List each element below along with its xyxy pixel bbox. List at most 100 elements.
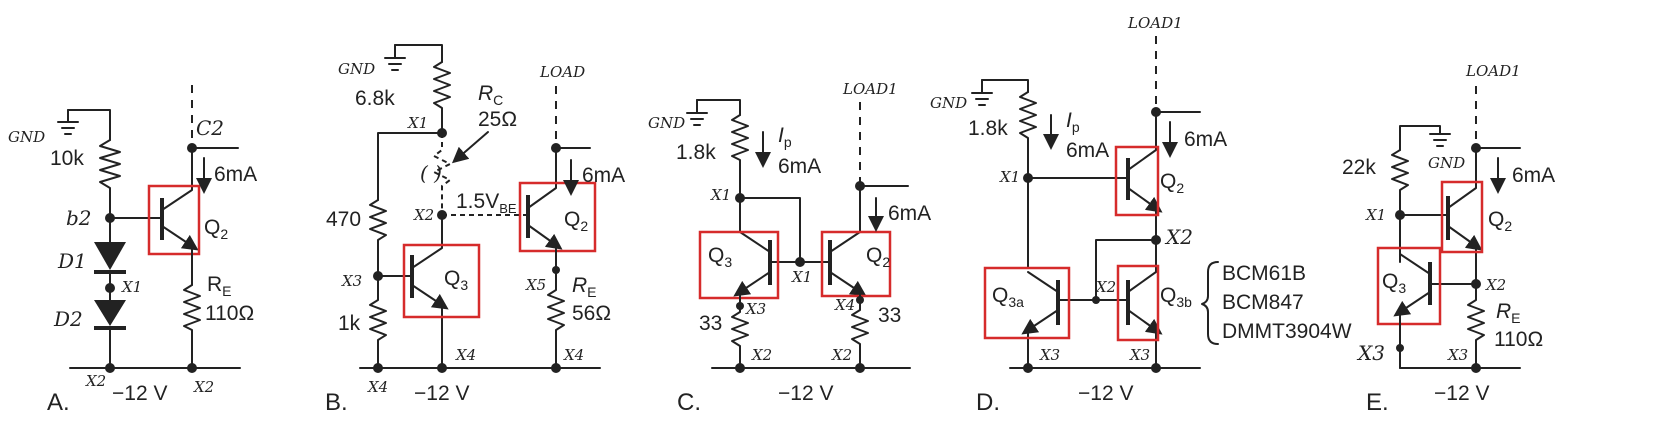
panel-letter: B. [325, 389, 348, 416]
brace [1201, 261, 1219, 345]
rc-label: RC [478, 82, 503, 108]
resistor-value: 33 [699, 312, 722, 335]
x4-label: X4 [367, 378, 388, 396]
diode-d2 [94, 300, 126, 326]
panel-c: GND 1.8k Ip 6mA X1 Q3 X1 Q2 LOAD1 [648, 80, 931, 416]
resistor-value: 22k [1342, 156, 1376, 179]
gnd-label: GND [1428, 154, 1465, 172]
supply-label: −12 V [112, 382, 167, 405]
x2-label: X2 [831, 346, 852, 364]
x2-label: X2 [1095, 278, 1116, 296]
x1-label: X1 [121, 278, 142, 296]
resistor-1.8k [731, 114, 749, 199]
junction-dot [1092, 296, 1100, 304]
panel-a: GND 10k b2 D1 X1 D2 Q2 C2 6 [8, 85, 257, 416]
q2-label: Q2 [564, 208, 588, 234]
svg-text:( ): ( ) [420, 161, 442, 185]
resistor-value: 6.8k [355, 87, 395, 110]
part-number: BCM61B [1222, 262, 1306, 285]
resistor-value: 10k [50, 147, 84, 170]
q3-label: Q3 [444, 267, 468, 293]
panel-d: GND 1.8k Ip 6mA X1 Q2 LOAD1 6mA X2 [930, 14, 1352, 416]
resistor-value: 1k [338, 312, 361, 335]
node-label: b2 [66, 206, 92, 230]
d1-label: D1 [57, 249, 87, 273]
highlight-box [1116, 264, 1160, 342]
x5-label: X5 [525, 276, 546, 294]
part-number: DMMT3904W [1222, 320, 1352, 343]
x3-label: X3 [1039, 346, 1060, 364]
transistor-q2 [526, 147, 563, 250]
junction-dot [795, 257, 805, 267]
x2-label: X2 [1485, 276, 1506, 294]
parasitic-resistor [431, 133, 453, 215]
load-label: LOAD1 [842, 80, 898, 98]
q-label: Q2 [204, 216, 228, 242]
re-label: RE [572, 274, 597, 300]
x4-label: X4 [834, 296, 855, 314]
c2-label: C2 [196, 116, 224, 140]
re-value: 110Ω [1494, 328, 1543, 351]
q2-label: Q2 [866, 244, 890, 270]
highlight-box [518, 181, 597, 253]
resistor-470 [369, 199, 387, 277]
supply-label: −12 V [778, 382, 833, 405]
gnd-label: GND [8, 128, 45, 146]
ground-symbol [384, 44, 443, 71]
junction-dot [1396, 344, 1404, 352]
x2-label: X2 [193, 378, 214, 396]
q2-label: Q2 [1160, 170, 1184, 196]
highlight-box [147, 184, 201, 256]
resistor-value: 1.8k [968, 117, 1008, 140]
load-label: LOAD1 [1127, 14, 1183, 32]
current-label: 6mA [582, 164, 625, 187]
re-label: RE [207, 273, 232, 299]
q3a-label: Q3a [992, 284, 1024, 310]
ip-value: 6mA [1066, 139, 1109, 162]
ground-symbol [686, 99, 741, 126]
transistor-q3 [733, 231, 829, 297]
resistor-re [1467, 283, 1485, 369]
transistor-q2 [1126, 111, 1163, 241]
highlight-box [402, 243, 481, 319]
highlight-box [820, 230, 892, 298]
x1-label: X1 [999, 168, 1020, 186]
gnd-label: GND [930, 94, 967, 112]
resistor-value: 470 [326, 208, 361, 231]
gnd-label: GND [338, 60, 375, 78]
resistor-22k [1391, 149, 1409, 216]
ip-value: 6mA [778, 155, 821, 178]
x2-label: X2 [413, 206, 434, 224]
resistor-re [547, 269, 565, 369]
ground-symbol [971, 79, 1029, 106]
x2-label: X2 [751, 346, 772, 364]
rc-arrow [451, 131, 489, 164]
current-label: 6mA [1512, 164, 1555, 187]
resistor-value: 33 [878, 304, 901, 327]
gnd-label: GND [648, 114, 685, 132]
x1-label: X1 [1365, 206, 1386, 224]
q3-label: Q3 [1382, 270, 1406, 296]
panel-letter: D. [976, 389, 1000, 416]
resistor-re [183, 284, 201, 369]
q3b-label: Q3b [1160, 284, 1192, 310]
ground-symbol [57, 109, 111, 141]
x1-label: X1 [710, 186, 731, 204]
panel-b: GND 6.8k X1 RC 25Ω ( ) X2 1.5VBE 470 X3 … [325, 44, 625, 416]
panel-e: GND 22k X1 Q2 LOAD1 6mA Q3 [1342, 62, 1555, 416]
x4-label: X4 [563, 346, 584, 364]
highlight-box [983, 266, 1071, 340]
ground-symbol [1429, 133, 1451, 147]
resistor-1.8k [1019, 91, 1037, 179]
part-number: BCM847 [1222, 291, 1304, 314]
diode-d1 [94, 242, 126, 270]
x2-label: X2 [85, 372, 106, 390]
vbe-label: 1.5VBE [456, 190, 517, 216]
transistor-q2 [160, 147, 199, 251]
current-label: 6mA [1184, 128, 1227, 151]
resistor-10k [99, 139, 121, 219]
q2-label: Q2 [1488, 208, 1512, 234]
panel-letter: E. [1366, 389, 1389, 416]
transistor-q2 [828, 185, 867, 297]
